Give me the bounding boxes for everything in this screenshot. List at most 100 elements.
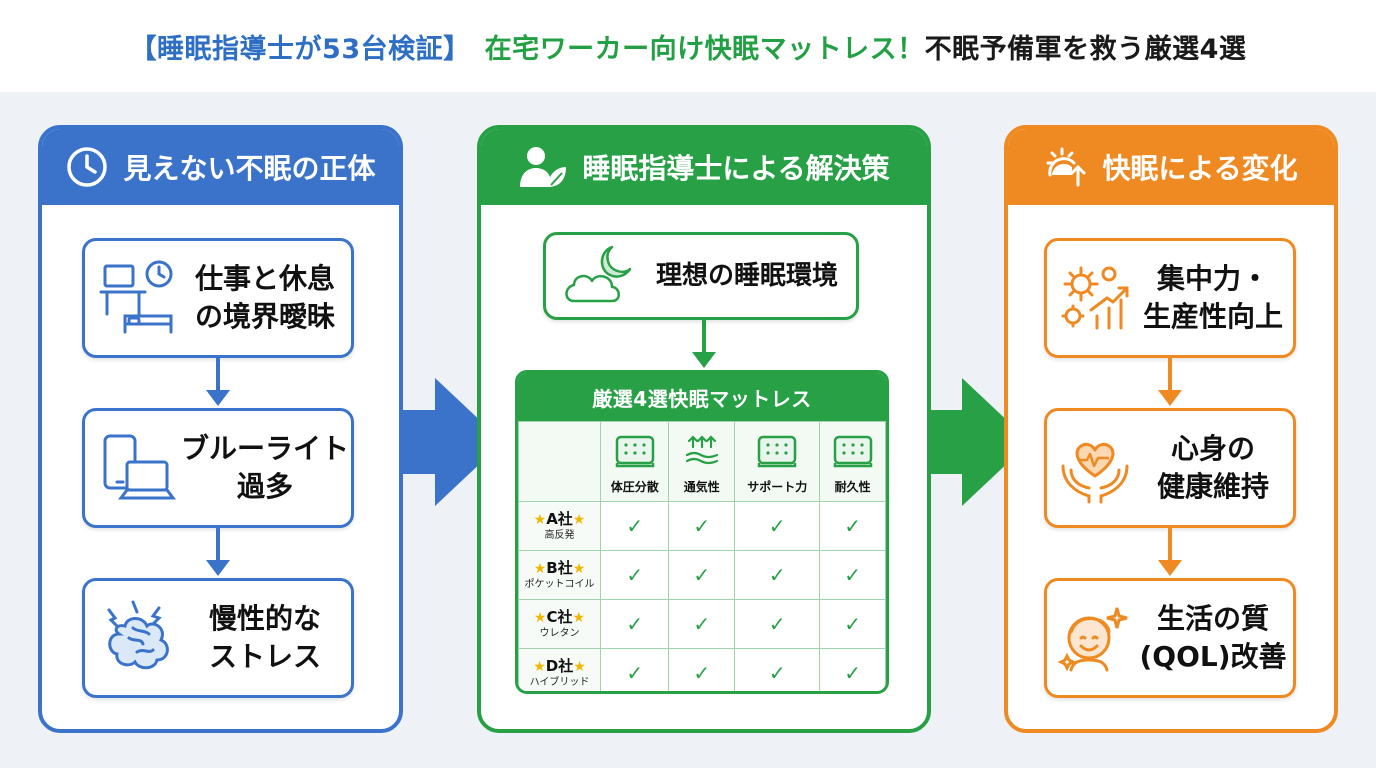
- star-icon: ★: [533, 561, 547, 577]
- problem-card: 慢性的な ストレス: [82, 578, 354, 698]
- feature-header: 通気性: [668, 421, 736, 502]
- brand-type: ポケットコイル: [524, 579, 595, 590]
- result-card: 生活の質 (QOL)改善: [1044, 578, 1296, 698]
- devices-icon: [103, 434, 176, 500]
- check-icon: ✓: [693, 661, 711, 685]
- result-card-text: 生活の質 (QOL)改善: [1139, 602, 1287, 673]
- check-cell: ✓: [668, 501, 736, 551]
- check-icon: ✓: [768, 514, 786, 538]
- solution-panel-header: 睡眠指導士による解決策: [481, 129, 927, 205]
- check-cell: ✓: [668, 550, 736, 600]
- check-cell: ✓: [819, 599, 886, 649]
- check-cell: ✓: [734, 648, 821, 691]
- problems-panel-header: 見えない不眠の正体: [42, 129, 399, 205]
- star-icon: ★: [533, 659, 546, 675]
- table-row: ★B社★ポケットコイル ✓ ✓ ✓ ✓: [518, 550, 886, 600]
- results-panel-header: 快眠による変化: [1008, 129, 1334, 205]
- brand-name: ★C社★: [519, 608, 600, 627]
- check-icon: ✓: [844, 612, 862, 636]
- table-row: ★D社★ハイブリッド ✓ ✓ ✓ ✓: [518, 648, 886, 691]
- airflow-icon: [679, 433, 725, 472]
- brand-label: B社: [546, 559, 573, 577]
- check-icon: ✓: [626, 612, 644, 636]
- corner-cell: [518, 421, 601, 502]
- check-cell: ✓: [734, 599, 821, 649]
- title-part-1: 【睡眠指導士が53台検証】: [129, 33, 471, 65]
- brand-name: ★B社★: [519, 559, 600, 578]
- check-icon: ✓: [693, 563, 711, 587]
- feature-label: 耐久性: [834, 480, 871, 494]
- ideal-sleep-card: 理想の睡眠環境: [543, 232, 859, 320]
- brand-type: ウレタン: [539, 628, 580, 639]
- advisor-leaf-icon: [520, 147, 567, 187]
- check-icon: ✓: [693, 612, 711, 636]
- mattress-icon: [612, 433, 658, 472]
- check-cell: ✓: [599, 599, 670, 649]
- table-header-row: 体圧分散通気性サポート力 耐久性: [518, 421, 886, 502]
- solution-panel-title: 睡眠指導士による解決策: [582, 152, 890, 185]
- smile-face-icon: [1057, 607, 1128, 672]
- check-icon: ✓: [626, 514, 644, 538]
- brand-name: ★D社★: [519, 657, 600, 676]
- brand-label: A社: [546, 510, 573, 528]
- table-title: 厳選4選快眠マットレス: [518, 373, 886, 421]
- title-part-3: 不眠予備軍を救う厳選4選: [924, 33, 1247, 65]
- check-cell: ✓: [599, 648, 670, 691]
- check-cell: ✓: [599, 501, 670, 551]
- problems-panel-title: 見えない不眠の正体: [123, 152, 376, 185]
- brand-name: ★A社★: [519, 510, 600, 529]
- moon-cloud-icon: [565, 245, 632, 303]
- check-cell: ✓: [734, 501, 821, 551]
- check-cell: ✓: [819, 648, 886, 691]
- down-arrow: [692, 320, 716, 368]
- mattress-icon: [754, 433, 800, 472]
- right-arrow-green: [912, 378, 1030, 506]
- star-icon: ★: [572, 512, 586, 528]
- brand-label: C社: [546, 608, 573, 626]
- brand-label: D社: [545, 657, 574, 675]
- mattress-brand-cell: ★D社★ハイブリッド: [518, 648, 601, 691]
- heart-hands-icon: [1061, 442, 1129, 504]
- problem-card-text: 慢性的な ストレス: [208, 602, 321, 673]
- problem-card: ブルーライト 過多: [82, 408, 354, 528]
- problem-card-text: 仕事と休息 の境界曖昧: [194, 262, 335, 333]
- feature-label: サポート力: [747, 480, 808, 494]
- right-arrow-blue: [385, 378, 503, 506]
- check-cell: ✓: [819, 550, 886, 600]
- check-icon: ✓: [844, 661, 862, 685]
- clock-icon: [67, 147, 108, 187]
- down-arrow: [206, 528, 230, 576]
- result-card: 心身の 健康維持: [1044, 408, 1296, 528]
- check-icon: ✓: [844, 563, 862, 587]
- star-icon: ★: [572, 610, 586, 626]
- down-arrow: [1158, 358, 1182, 406]
- check-icon: ✓: [693, 514, 711, 538]
- check-icon: ✓: [626, 563, 644, 587]
- desk-bed-icon: [99, 260, 173, 334]
- check-cell: ✓: [668, 648, 736, 691]
- brand-type: ハイブリッド: [529, 677, 590, 688]
- result-card-text: 集中力・ 生産性向上: [1142, 262, 1283, 333]
- comparison-grid: 体圧分散通気性サポート力耐久性 ★A社★高反発✓✓✓✓★B社★ポケットコイル✓✓…: [518, 421, 886, 691]
- mattress-brand-cell: ★A社★高反発: [518, 501, 601, 551]
- feature-header: 体圧分散: [599, 421, 670, 502]
- check-cell: ✓: [819, 501, 886, 551]
- check-icon: ✓: [768, 661, 786, 685]
- problem-card: 仕事と休息 の境界曖昧: [82, 238, 354, 358]
- check-cell: ✓: [599, 550, 670, 600]
- gears-chart-icon: [1061, 266, 1129, 330]
- down-arrow: [206, 358, 230, 406]
- feature-header: 耐久性: [819, 421, 886, 502]
- down-arrow: [1158, 528, 1182, 576]
- result-card: 集中力・ 生産性向上: [1044, 238, 1296, 358]
- check-icon: ✓: [768, 612, 786, 636]
- check-cell: ✓: [734, 550, 821, 600]
- check-icon: ✓: [626, 661, 644, 685]
- feature-header: サポート力: [734, 421, 821, 502]
- results-panel-title: 快眠による変化: [1102, 152, 1298, 185]
- table-row: ★C社★ウレタン ✓ ✓ ✓ ✓: [518, 599, 886, 649]
- sun-rise-icon: [1046, 147, 1086, 187]
- check-cell: ✓: [668, 599, 736, 649]
- brain-stress-icon: [107, 600, 169, 670]
- table-row: ★A社★高反発 ✓ ✓ ✓ ✓: [518, 501, 886, 551]
